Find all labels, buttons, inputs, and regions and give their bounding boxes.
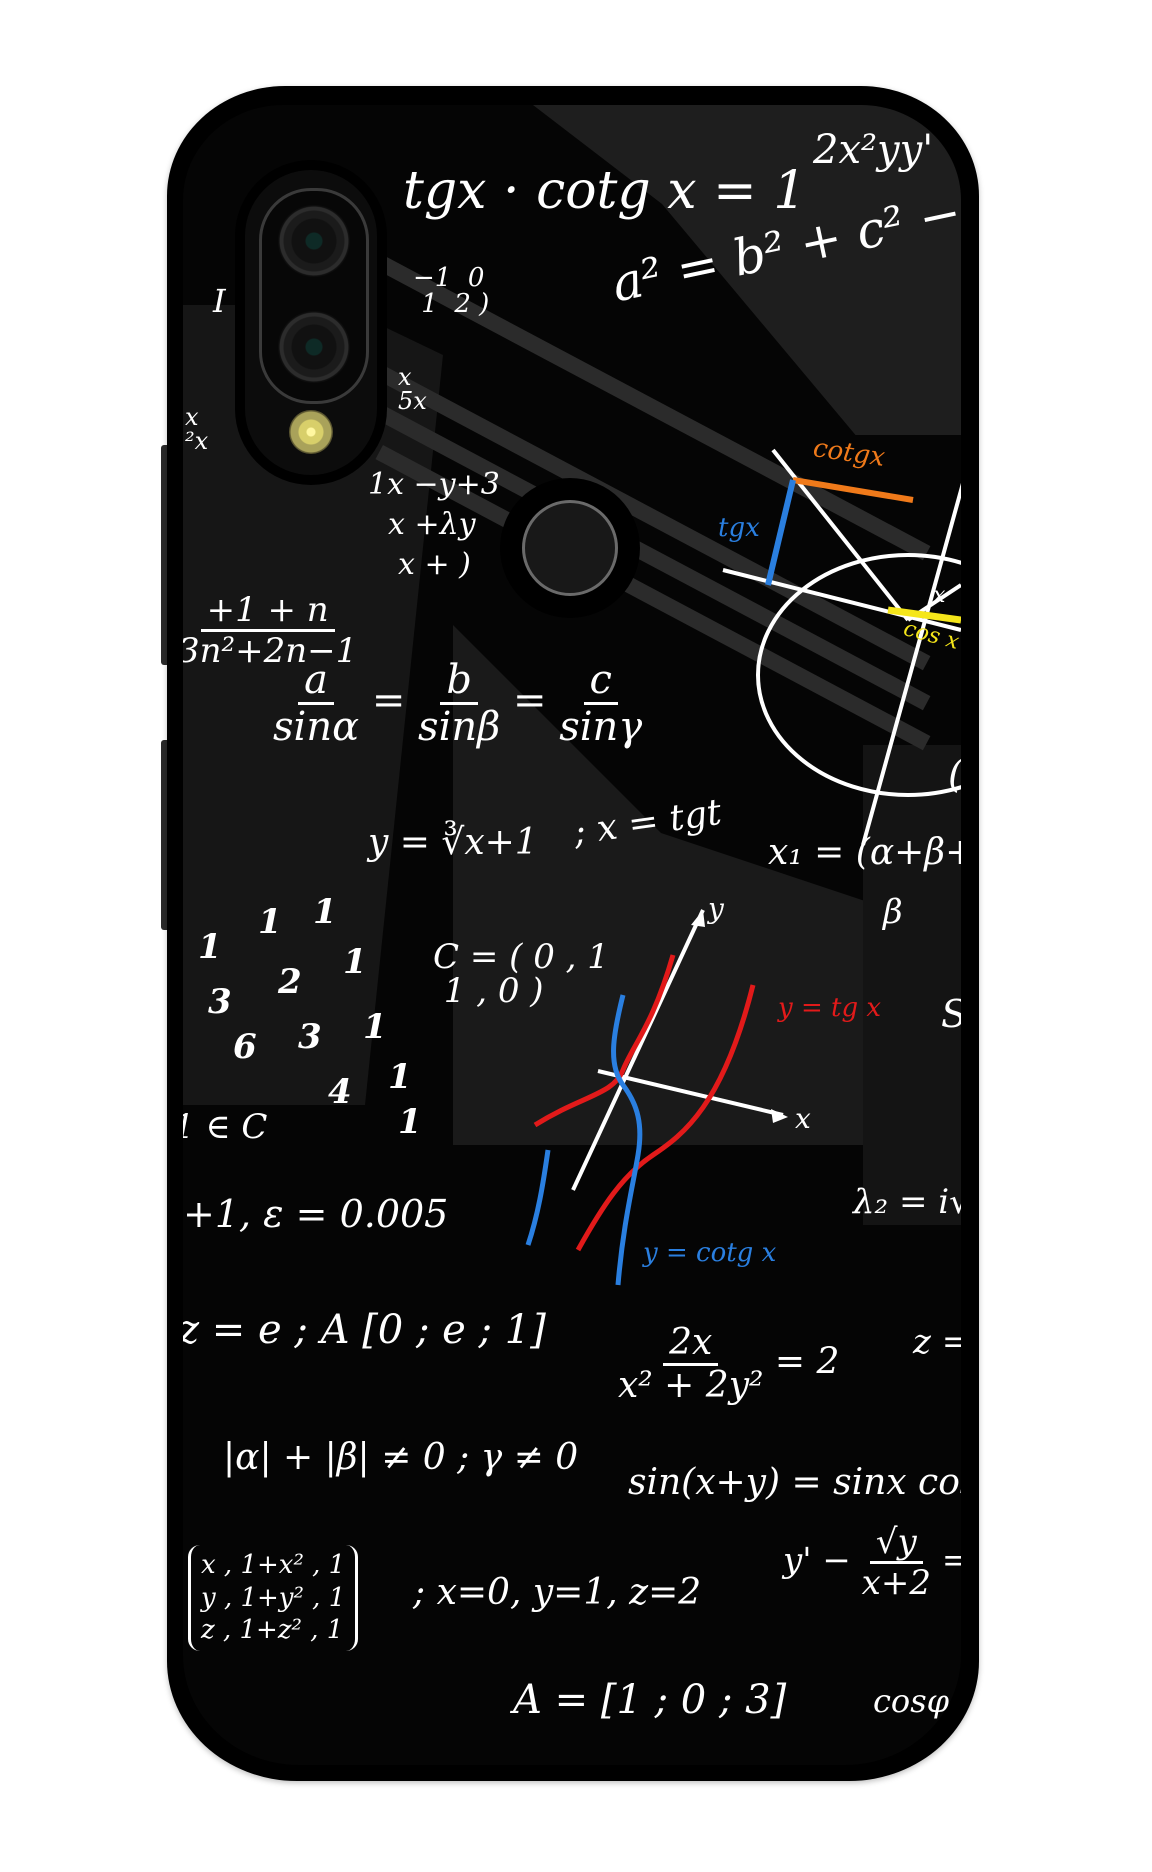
formula-tg-cotg: tgx · cotg x = 1 <box>403 161 807 221</box>
formula-poly-top: 2x²yy' <box>813 127 934 173</box>
formula-fragment-i: I <box>213 282 226 320</box>
chalkboard-print: tgx · cotg x = 1 2x²yy' a² = b² + c² − 2… <box>183 105 961 1765</box>
fraction-numerator: 2x <box>663 1325 719 1366</box>
digit: 1 <box>398 1102 422 1142</box>
formula-system-line: x + ) <box>398 547 471 582</box>
digit: 4 <box>328 1072 352 1112</box>
fraction-denominator: sinβ <box>418 704 501 750</box>
digit: 1 <box>363 1007 387 1047</box>
formula-matrix-fragment: −1 0 1 2 ) <box>413 263 490 319</box>
deq-lhs: y' − <box>783 1540 851 1581</box>
formula-sin-sum: sin(x+y) = sinx cos <box>628 1462 961 1503</box>
fraction-denominator: sinα <box>273 704 360 750</box>
digit: 3 <box>298 1017 322 1057</box>
fraction-numerator: √y <box>869 1525 923 1564</box>
label-y-axis: y <box>708 892 724 925</box>
shade-plane <box>863 745 961 1225</box>
series-denominator: 3n²+2n−1 <box>183 631 358 671</box>
digit: 6 <box>233 1027 257 1067</box>
formula-cosphi: cosφ: <box>873 1682 960 1720</box>
series-numerator: +1 + n <box>200 593 335 632</box>
formula-in-c: 1 ∈ C <box>183 1107 268 1147</box>
camera-module <box>245 170 377 475</box>
digit: 1 <box>198 927 222 967</box>
formula-matrix-c: C = ( 0 , 1 1 , 0 ) <box>433 937 609 1011</box>
fraction-denominator: x² + 2y² <box>618 1365 764 1406</box>
equals-sign: = <box>371 677 406 724</box>
digit: 1 <box>343 942 367 982</box>
label-angle-x: x <box>933 583 946 608</box>
fraction-numerator: a <box>298 660 334 705</box>
fraction-numerator: b <box>440 660 478 705</box>
formula-system-line: 1x −y+3 <box>368 467 500 502</box>
formula-z-e: z = e ; A [0 ; e ; 1] <box>183 1307 546 1353</box>
unit-circle-diagram <box>722 448 961 846</box>
fraction-denominator: sinγ <box>559 704 643 750</box>
fraction-denominator: x+2 <box>861 1563 931 1603</box>
fingerprint-cutout <box>500 478 640 618</box>
equals-sign: = <box>512 677 547 724</box>
formula-matrix3: x , 1+x² , 1 y , 1+y² , 1 z , 1+z² , 1 <box>188 1545 359 1651</box>
power-button <box>161 740 169 930</box>
digit: 1 <box>313 892 337 932</box>
camera-lens-icon <box>278 205 350 277</box>
matrix-row: y , 1+y² , 1 <box>201 1582 346 1613</box>
formula-fragment-paren: ( <box>948 755 961 793</box>
fraction-numerator: c <box>583 660 618 705</box>
formula-cuberoot: y = ∛x+1 <box>368 822 538 863</box>
digit: 1 <box>388 1057 412 1097</box>
formula-lambda: λ₂ = i√ <box>853 1182 961 1222</box>
camera-lens-icon <box>278 311 350 383</box>
label-tan-curve: y = tg x <box>778 993 882 1023</box>
fingerprint-sensor-icon <box>522 500 618 596</box>
label-cotan-curve: y = cotg x <box>643 1238 777 1268</box>
matrix-row: z , 1+z² , 1 <box>201 1615 344 1645</box>
formula-fragment-5x: x 5x <box>398 363 427 415</box>
formula-abs: |α| + |β| ≠ 0 ; γ ≠ 0 <box>223 1437 579 1478</box>
camera-frame <box>259 188 369 404</box>
formula-vector-a: A = [1 ; 0 ; 3] <box>513 1677 787 1723</box>
diagram-drawings <box>525 448 961 1286</box>
volume-button <box>161 445 169 665</box>
label-tg: tgx <box>718 513 760 543</box>
deq-rhs: = <box>942 1541 961 1581</box>
formula-xyz: ; x=0, y=1, z=2 <box>413 1572 702 1613</box>
tan-cotan-graph <box>525 909 788 1286</box>
formula-epsilon: +1, ε = 0.005 <box>183 1192 449 1236</box>
flash-icon <box>289 410 333 454</box>
formula-deq: y' − √yx+2 = <box>783 1525 961 1600</box>
digit: 3 <box>208 982 232 1022</box>
formula-fragment-s: S <box>941 995 961 1033</box>
digit: 2 <box>278 962 302 1002</box>
matrix-row: x , 1+x² , 1 <box>201 1550 346 1580</box>
fraction-rhs: = 2 <box>774 1341 840 1383</box>
label-x-axis: x <box>795 1102 811 1135</box>
digit: 1 <box>258 902 282 942</box>
formula-fragment-2x: x ²x <box>185 403 209 455</box>
formula-system-line: x +λy <box>388 507 476 542</box>
formula-z-eq: z = <box>913 1322 961 1362</box>
formula-beta: β <box>883 892 903 932</box>
